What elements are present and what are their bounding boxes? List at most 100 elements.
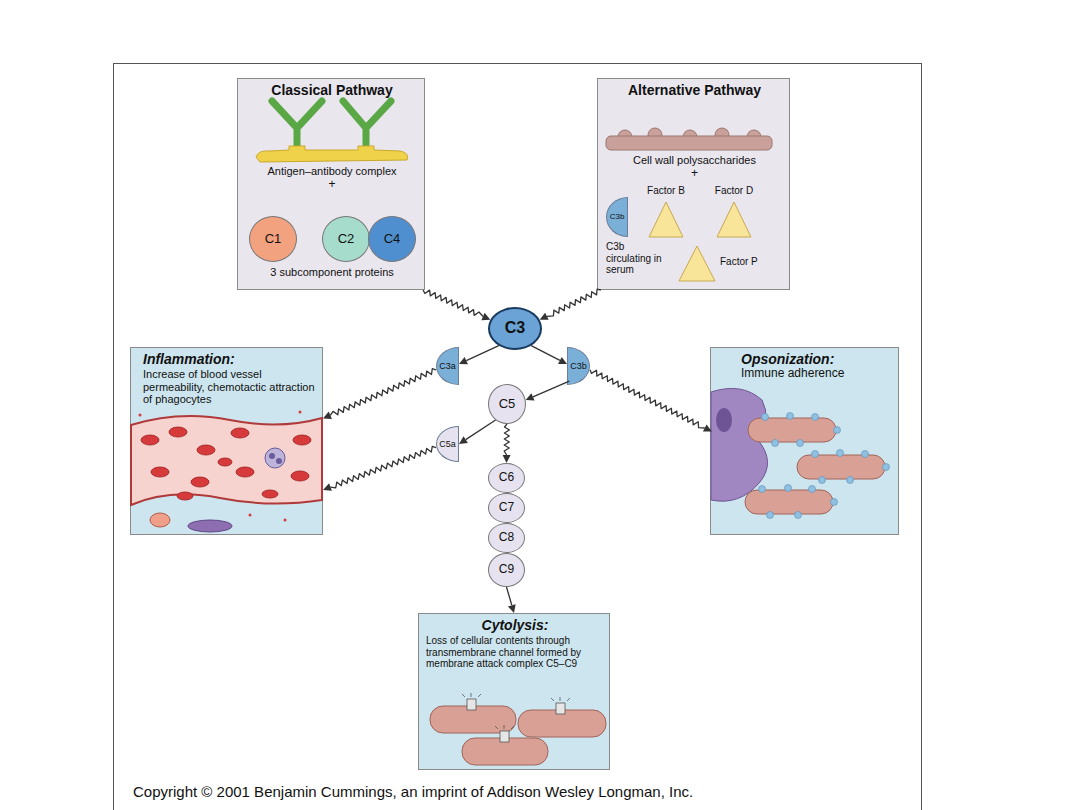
complement-circle: C5 <box>488 384 526 424</box>
box-text: Factor B <box>641 185 691 197</box>
triangle-shape <box>679 246 715 281</box>
complement-circle: C3 <box>488 307 542 350</box>
arrow <box>459 420 496 444</box>
component-label: C1 <box>265 232 282 247</box>
pathway-box: Alternative PathwayCell wall polysacchar… <box>597 78 790 290</box>
text-holder: C9 <box>489 554 524 586</box>
factor-triangle: Factor P <box>678 244 773 284</box>
fragment-shape: C3b <box>567 347 590 385</box>
component-label: C2 <box>338 232 355 247</box>
component-label: C9 <box>499 563 514 577</box>
text-holder: Immune adherence <box>741 367 891 381</box>
box-heading: Alternative Pathway <box>598 82 791 98</box>
arrow-head <box>526 393 535 400</box>
text-holder: C7 <box>489 494 524 522</box>
arrow-head <box>323 483 332 490</box>
wavy-arrow <box>540 289 601 320</box>
triangle-shape <box>717 202 751 237</box>
complement-circle: C8 <box>488 523 525 553</box>
arrow-line <box>466 346 499 361</box>
box-text: Immune adherence <box>741 367 891 381</box>
text-holder: Increase of blood vessel permeability, c… <box>143 368 315 406</box>
antibody <box>272 101 391 149</box>
antigen <box>256 146 408 162</box>
text-holder: Opsonization: <box>741 351 891 367</box>
box-heading: Inflammation: <box>143 351 318 367</box>
box-text: Factor D <box>709 185 759 197</box>
arrow <box>459 346 499 365</box>
text-holder: + <box>598 167 791 181</box>
blood-vessel <box>131 411 322 533</box>
text-holder: C5a <box>437 427 458 461</box>
wavy-arrow <box>323 446 436 491</box>
arrow-line <box>507 587 512 605</box>
text-holder: Copyright © 2001 Benjamin Cummings, an i… <box>133 783 693 800</box>
effect-box: Inflammation:Increase of blood vessel pe… <box>130 347 323 535</box>
wavy-arrow <box>503 424 511 463</box>
text-holder: C5 <box>489 385 525 423</box>
arrow-line <box>590 370 705 428</box>
opsonized-bacteria <box>711 388 890 518</box>
text-holder: Factor D <box>709 185 759 197</box>
text-holder: Factor B <box>641 185 691 197</box>
text-holder: Classical Pathway <box>238 82 426 98</box>
box-text: Cell wall polysaccharides <box>598 154 791 167</box>
component-label: C7 <box>499 501 514 515</box>
text-holder: C4 <box>369 217 415 261</box>
box-text: Factor P <box>720 256 772 268</box>
pathway-box: Classical PathwayAntigen–antibody comple… <box>237 78 425 290</box>
factor-triangle: Factor B <box>641 185 691 239</box>
fragment-shape: C5a <box>436 426 459 462</box>
box-heading: Classical Pathway <box>238 82 426 98</box>
factor-triangle: Factor D <box>709 185 759 239</box>
text-holder: 3 subcomponent proteins <box>238 266 426 279</box>
box-heading: Opsonization: <box>741 351 891 367</box>
component-label: C3b <box>610 212 625 221</box>
arrow-line <box>330 369 436 416</box>
text-holder: Loss of cellular contents through transm… <box>426 635 606 670</box>
component-label: C5 <box>499 397 516 412</box>
text-holder: Factor P <box>720 256 772 268</box>
complement-circle: C7 <box>488 493 525 523</box>
box-text: + <box>598 167 791 181</box>
component-label: C4 <box>384 232 401 247</box>
text-holder: C2 <box>323 217 369 261</box>
arrow-line <box>466 420 496 440</box>
box-heading: Cytolysis: <box>419 617 611 633</box>
text-holder: Antigen–antibody complex <box>238 165 426 178</box>
component-label: C3a <box>439 361 456 371</box>
text-holder: Alternative Pathway <box>598 82 791 98</box>
triangle-shape <box>649 202 683 237</box>
arrow-head <box>481 313 490 320</box>
complement-circle: C2 <box>322 216 370 262</box>
arrow-head <box>558 357 567 364</box>
arrow <box>526 381 570 400</box>
text-holder: C1 <box>250 217 296 261</box>
effect-box: Opsonization:Immune adherence <box>710 347 899 535</box>
box-text: 3 subcomponent proteins <box>238 266 426 279</box>
arrow-line <box>533 381 569 397</box>
box-text: C3b circulating in serum <box>606 241 672 276</box>
complement-circle: C6 <box>488 463 525 493</box>
arrow-head <box>508 604 516 613</box>
component-label: C6 <box>499 471 514 485</box>
arrow-line <box>331 446 437 488</box>
arrow-line <box>423 290 483 317</box>
arrow-head <box>703 424 712 431</box>
box-text: Increase of blood vessel permeability, c… <box>143 368 315 406</box>
fragment-shape: C3a <box>436 347 459 385</box>
text-holder: Cell wall polysaccharides <box>598 154 791 167</box>
box-text: Loss of cellular contents through transm… <box>426 635 606 670</box>
text-holder: Inflammation: <box>143 351 318 367</box>
text-holder: C3 <box>490 309 540 348</box>
component-label: C3 <box>505 319 525 337</box>
component-label: C3b <box>570 361 587 371</box>
copyright-note: Copyright © 2001 Benjamin Cummings, an i… <box>133 783 693 800</box>
lysed-bacteria <box>430 693 606 765</box>
arrow-head <box>459 357 468 364</box>
complement-circle: C1 <box>249 216 297 262</box>
fragment-shape: C3b <box>606 197 628 237</box>
arrow-line <box>504 424 509 455</box>
arrow <box>531 346 567 364</box>
arrow <box>507 587 516 613</box>
